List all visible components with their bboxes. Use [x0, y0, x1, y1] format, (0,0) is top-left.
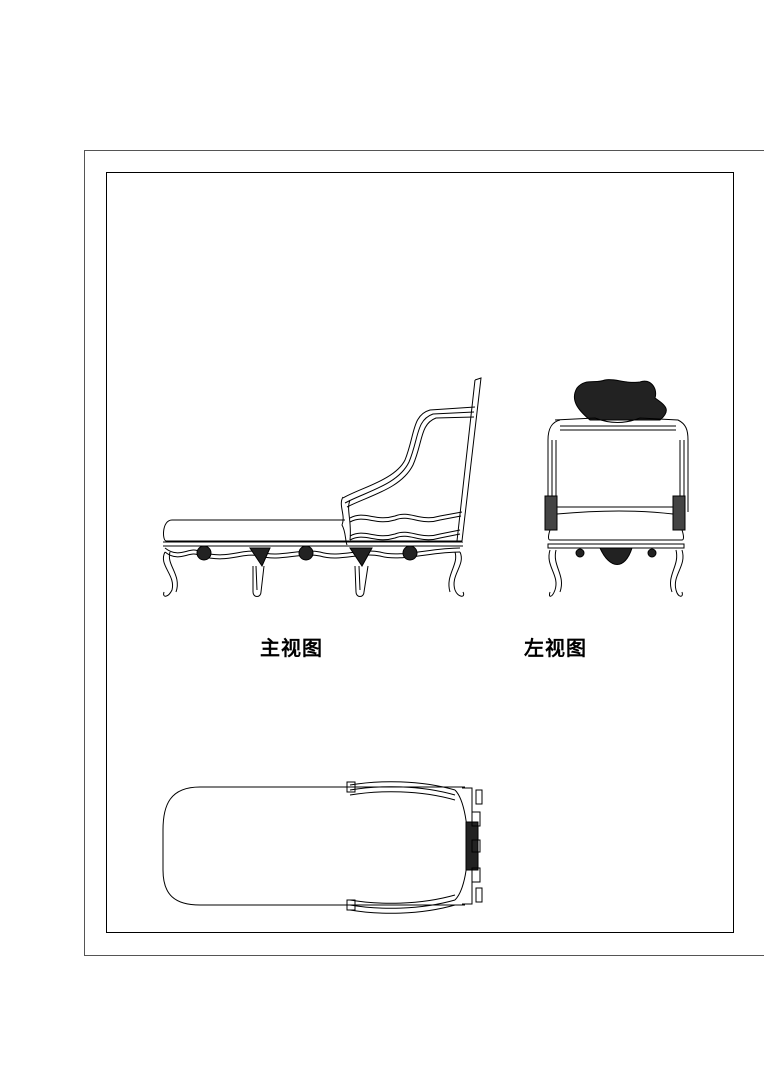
left-view-drawing: [544, 379, 689, 597]
outer-frame: [84, 150, 764, 956]
front-view-label: 主视图: [260, 636, 323, 660]
top-view-drawing: [162, 781, 483, 914]
front-view-drawing: [162, 377, 482, 597]
left-view-label: 左视图: [524, 636, 587, 660]
inner-border: [106, 172, 734, 933]
